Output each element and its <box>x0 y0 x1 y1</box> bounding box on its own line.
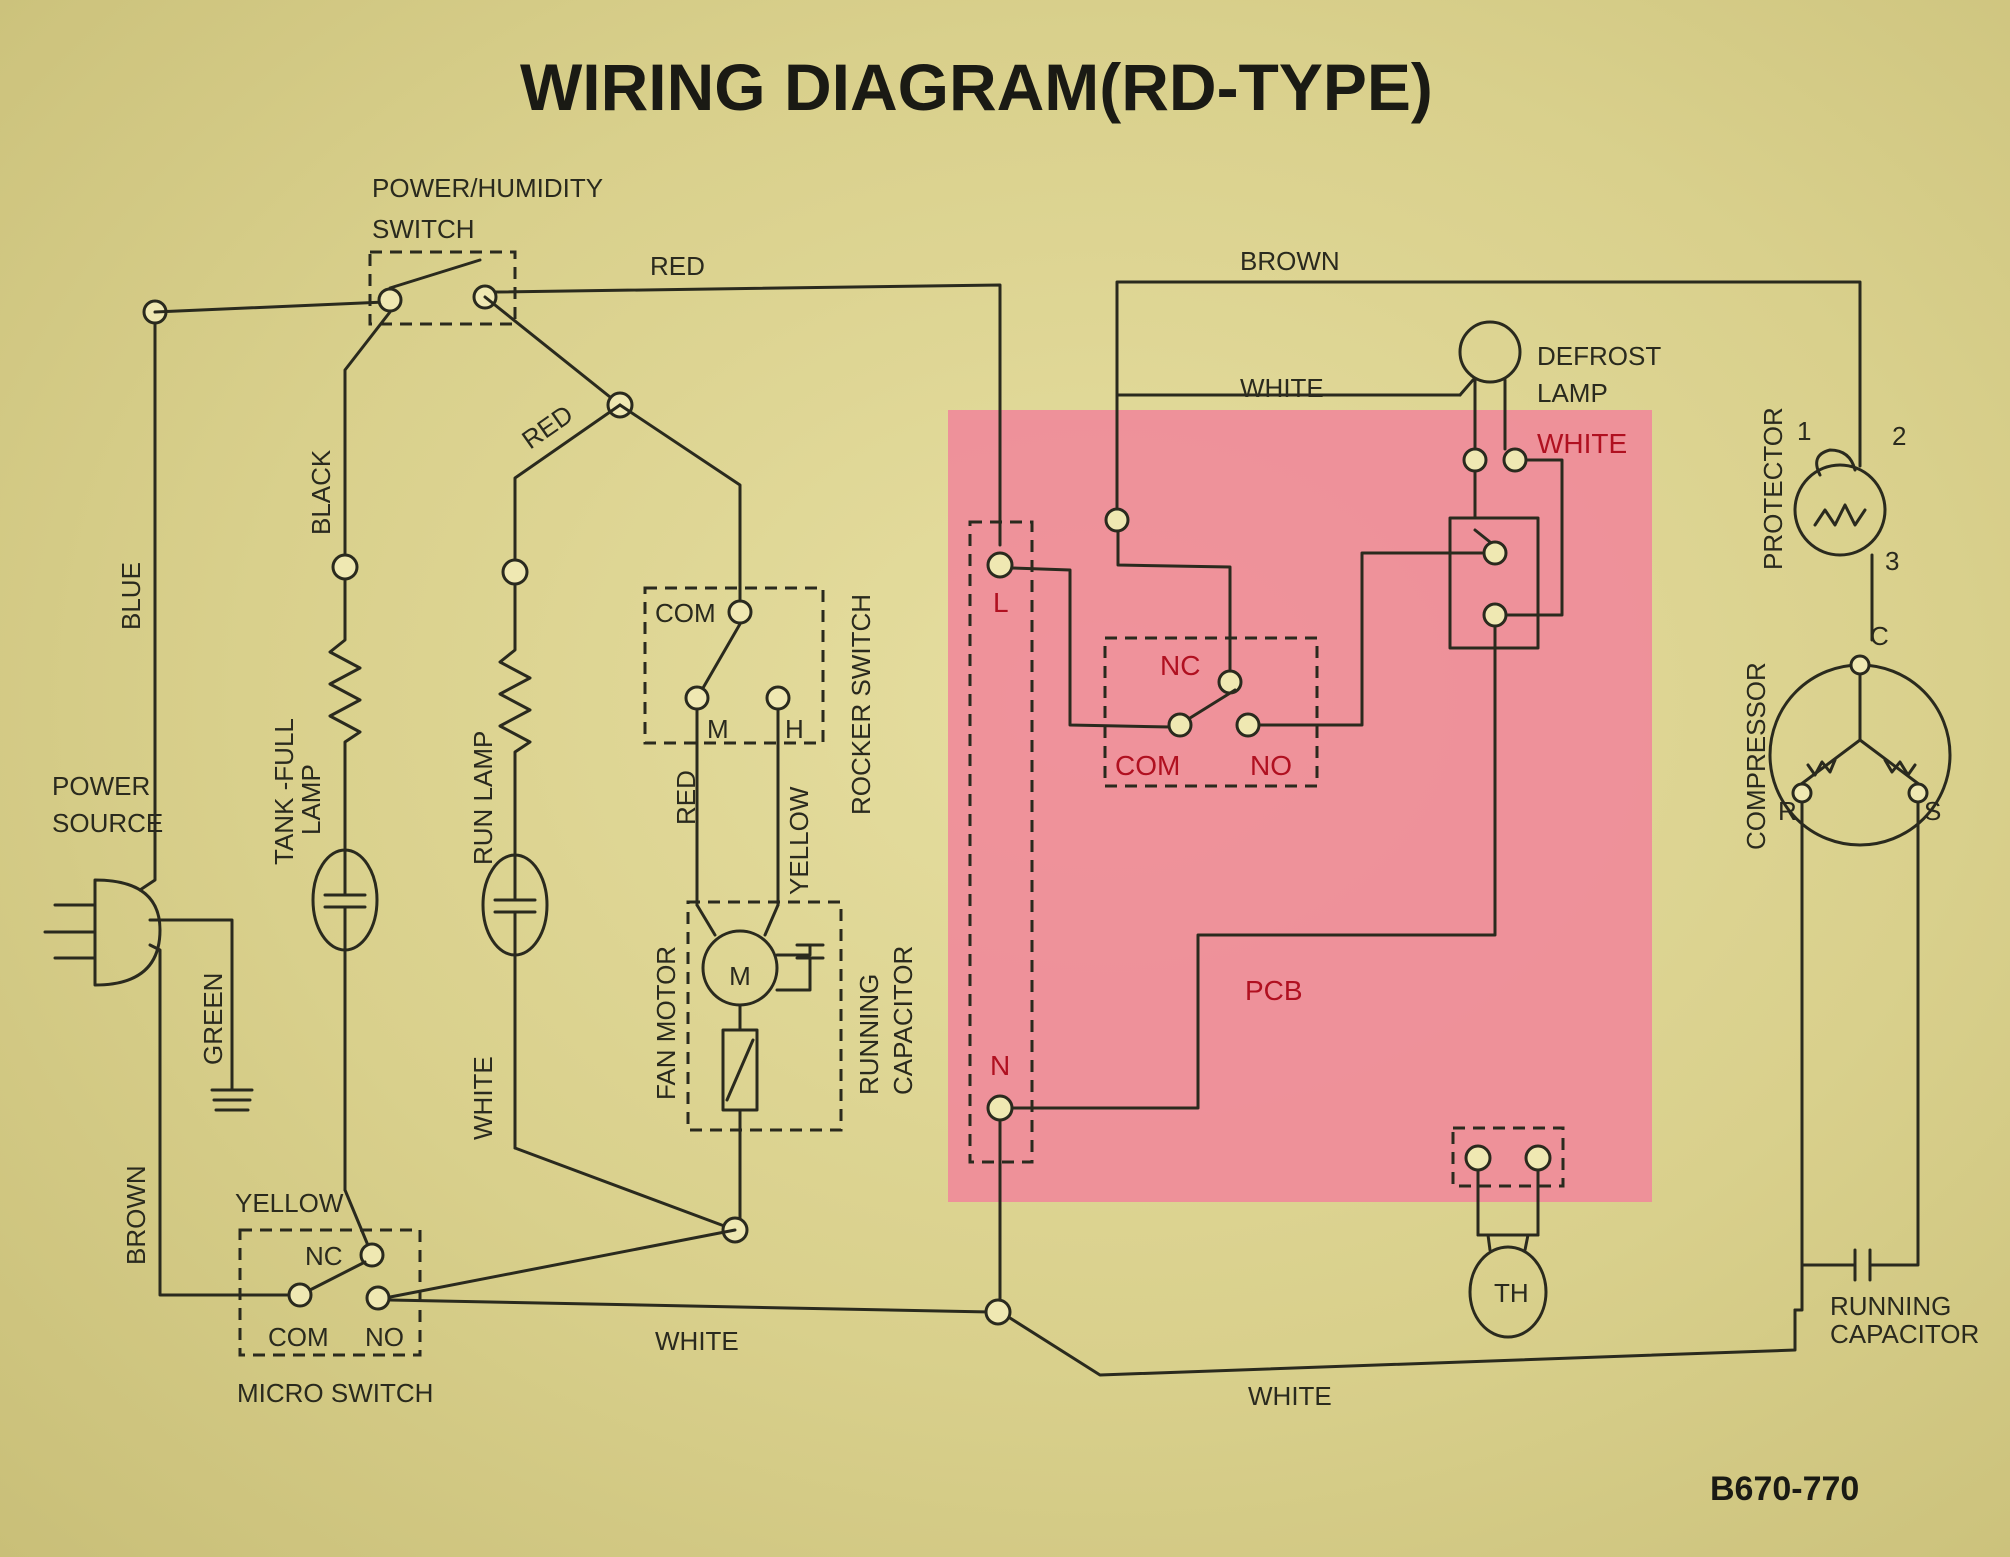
label-relay-nc: NC <box>1160 650 1200 681</box>
wire-black <box>343 310 392 557</box>
label-th: TH <box>1494 1278 1529 1308</box>
label-protector-pin3: 3 <box>1885 546 1899 576</box>
label-power-humidity: POWER/HUMIDITY <box>372 173 603 203</box>
fan-motor-symbol: M <box>729 961 751 991</box>
fan-motor-assembly <box>686 900 843 1132</box>
label-wire-yellow-rocker: YELLOW <box>784 786 814 895</box>
wire-green <box>148 918 234 1092</box>
label-wire-white-bottom-right: WHITE <box>1248 1381 1332 1411</box>
label-wire-blue: BLUE <box>116 562 146 630</box>
label-comp-capacitor: CAPACITOR <box>1830 1319 1979 1349</box>
label-micro-no: NO <box>365 1322 404 1352</box>
wire-brown-left <box>148 943 302 1297</box>
pcb-terminal-strip <box>968 520 1034 1164</box>
wire-white-defrost <box>1504 458 1564 617</box>
label-power: POWER <box>52 771 150 801</box>
label-defrost-lamp: LAMP <box>1537 378 1608 408</box>
thermistor-icon <box>1468 1245 1548 1339</box>
defrost-lamp-icon <box>1458 320 1522 384</box>
label-defrost: DEFROST <box>1537 341 1661 371</box>
wire-brown-top <box>1115 280 1862 442</box>
label-pcb-n: N <box>990 1050 1010 1081</box>
label-micro-nc: NC <box>305 1241 343 1271</box>
rocker-switch[interactable] <box>643 586 825 745</box>
label-wire-white-run: WHITE <box>468 1056 498 1140</box>
label-tank-full: TANK -FULL <box>269 718 299 865</box>
label-relay-no: NO <box>1250 750 1292 781</box>
power-plug-icon <box>43 878 162 987</box>
label-protector-pin1: 1 <box>1797 416 1811 446</box>
label-wire-white-top: WHITE <box>1240 373 1324 403</box>
label-protector: PROTECTOR <box>1758 407 1788 570</box>
label-wire-green: GREEN <box>198 973 228 1065</box>
label-wire-yellow-micro: YELLOW <box>235 1188 344 1218</box>
label-compressor: COMPRESSOR <box>1741 662 1771 850</box>
label-wire-brown-left: BROWN <box>121 1165 151 1265</box>
label-fan-motor: FAN MOTOR <box>651 946 681 1100</box>
label-wire-brown-top: BROWN <box>1240 246 1340 276</box>
label-pcb: PCB <box>1245 975 1303 1006</box>
label-relay-com: COM <box>1115 750 1180 781</box>
label-running: RUNNING <box>854 974 884 1095</box>
label-rocker-m: M <box>707 714 729 744</box>
pcb-relay <box>1103 636 1319 788</box>
pcb-board <box>948 410 1652 1202</box>
label-protector-pin2: 2 <box>1892 421 1906 451</box>
wire-red-top <box>494 283 1002 547</box>
label-wire-red-rocker: RED <box>671 770 701 825</box>
label-wire-white-defrost: WHITE <box>1537 428 1627 459</box>
label-wire-white-bottom-left: WHITE <box>655 1326 739 1356</box>
wire-blue <box>138 310 157 892</box>
micro-switch[interactable] <box>238 1228 422 1357</box>
label-rocker-com: COM <box>655 598 716 628</box>
label-rocker-switch: ROCKER SWITCH <box>846 594 876 815</box>
label-switch: SWITCH <box>372 214 475 244</box>
label-tank-lamp: LAMP <box>296 764 326 835</box>
diagram-title: WIRING DIAGRAM(RD-TYPE) <box>520 50 1433 124</box>
junction-white-bottom <box>984 1298 1012 1326</box>
label-run-lamp: RUN LAMP <box>468 731 498 865</box>
label-comp-running: RUNNING <box>1830 1291 1951 1321</box>
label-compressor-s: S <box>1924 796 1941 826</box>
pcb-terminal-n <box>986 1094 1014 1122</box>
label-compressor-c: C <box>1870 621 1889 651</box>
label-wire-red-mid: RED <box>516 399 578 455</box>
wire-white-bottom-left <box>388 1298 992 1314</box>
pcb-terminal-l <box>986 551 1014 579</box>
label-micro-com: COM <box>268 1322 329 1352</box>
label-wire-red-top: RED <box>650 251 705 281</box>
wire-white-run <box>513 1146 737 1232</box>
protector-icon <box>1793 463 1887 557</box>
power-humidity-switch[interactable] <box>368 250 517 326</box>
label-micro-switch: MICRO SWITCH <box>237 1378 433 1408</box>
label-capacitor: CAPACITOR <box>888 946 918 1095</box>
part-code: B670-770 <box>1710 1470 1859 1508</box>
label-rocker-h: H <box>785 714 804 744</box>
label-wire-black: BLACK <box>306 449 336 535</box>
wire-white-bottom-right <box>1008 1308 1797 1377</box>
label-source: SOURCE <box>52 808 163 838</box>
label-pcb-l: L <box>993 587 1009 618</box>
th-connector <box>1451 1126 1565 1188</box>
wire-red-mid <box>513 403 622 562</box>
label-compressor-r: R <box>1778 796 1797 826</box>
